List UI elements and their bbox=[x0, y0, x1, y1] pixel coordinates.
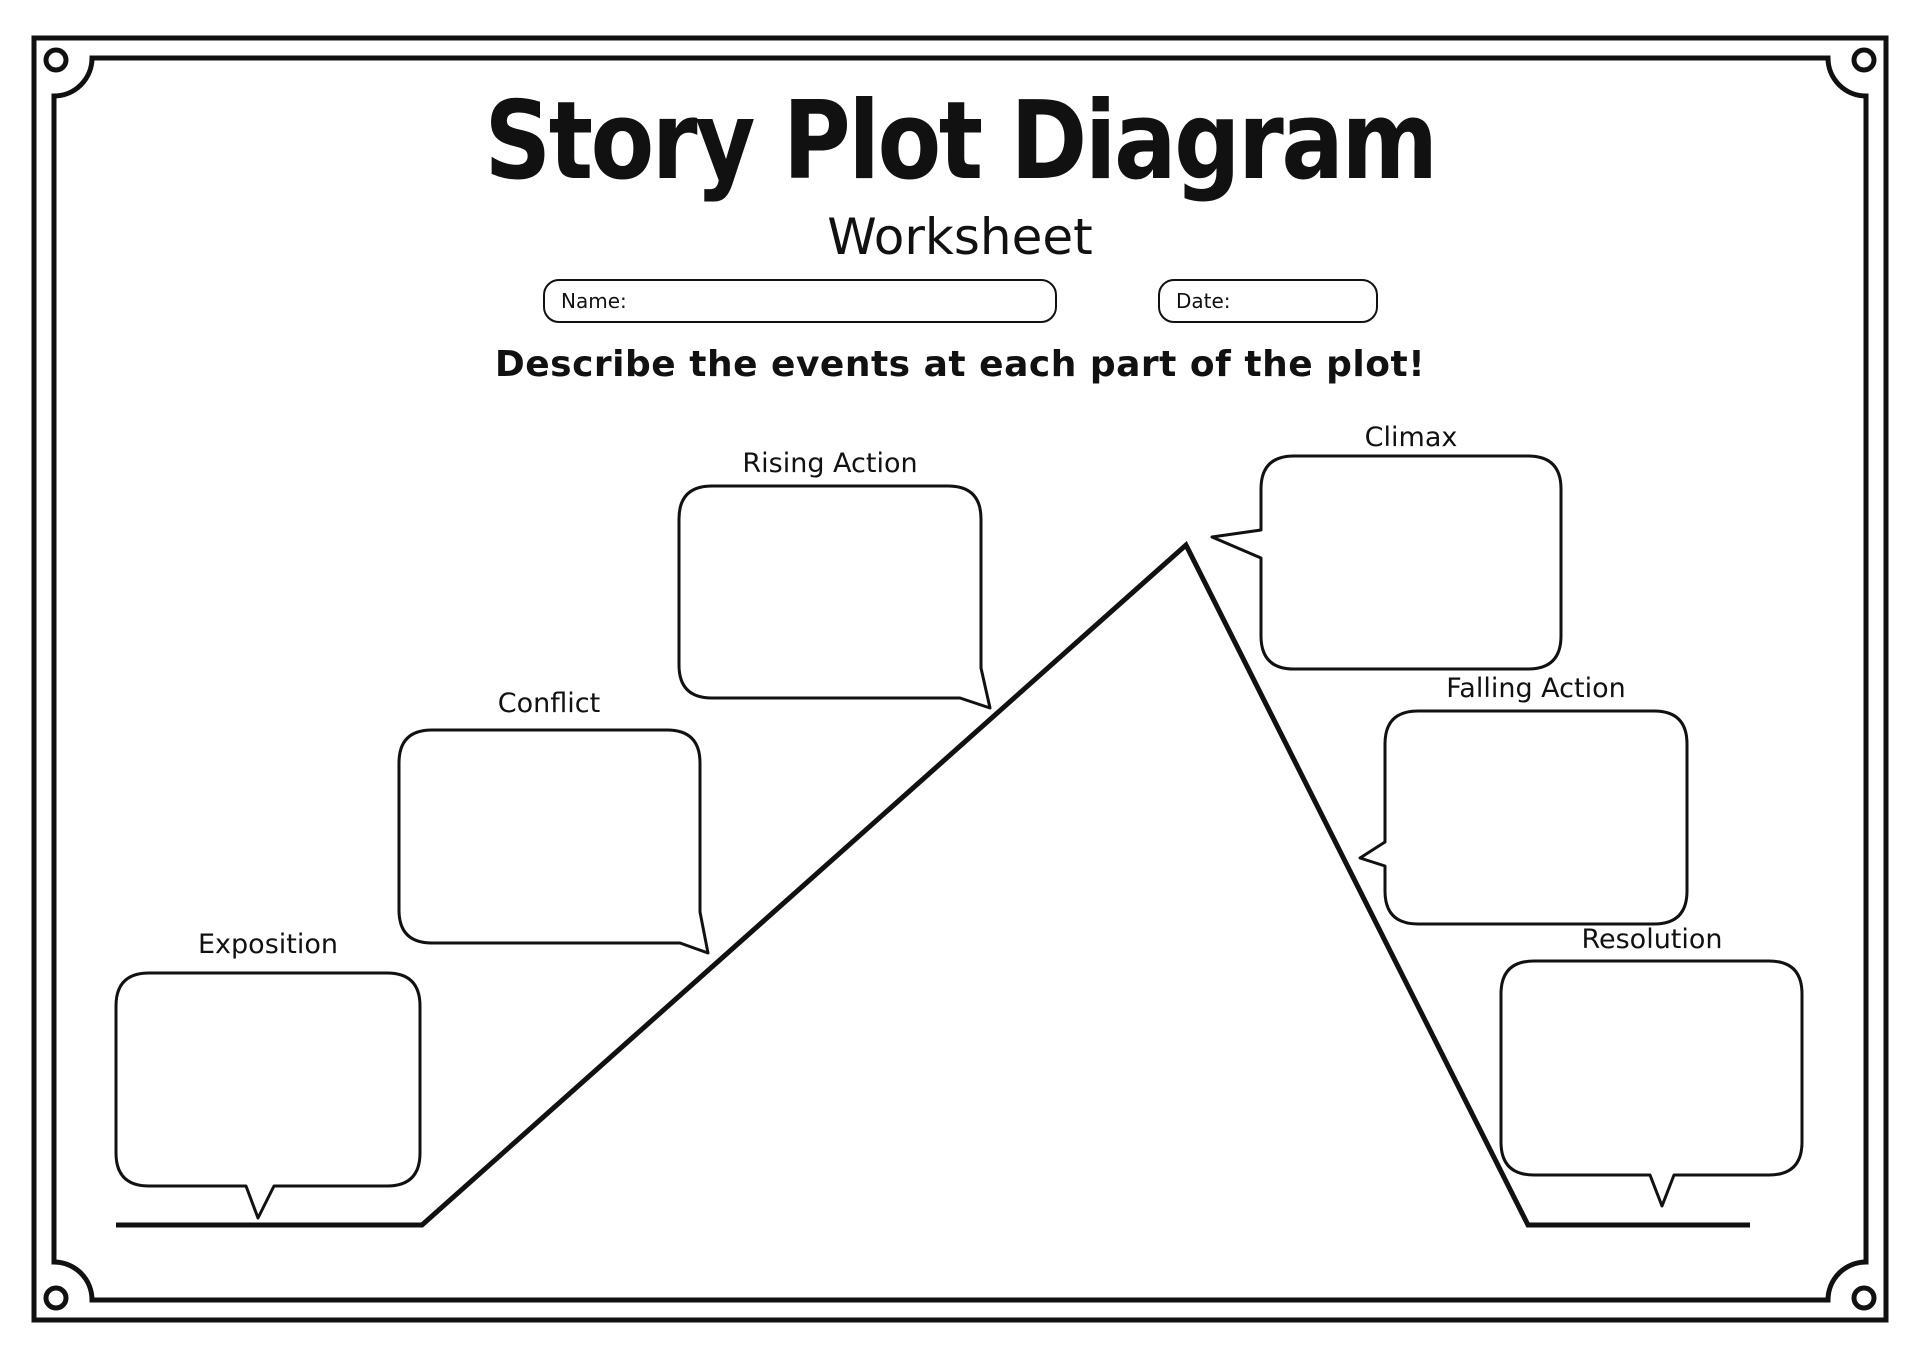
falling-action-bubble[interactable] bbox=[1358, 709, 1689, 926]
outer-border bbox=[31, 35, 1889, 1323]
date-field[interactable]: Date: bbox=[1158, 279, 1378, 323]
resolution-label: Resolution bbox=[1581, 924, 1723, 955]
conflict-label: Conflict bbox=[497, 688, 601, 719]
climax-bubble[interactable] bbox=[1210, 454, 1563, 671]
corner-ring-icon bbox=[43, 47, 69, 73]
corner-ring-icon bbox=[1851, 1285, 1877, 1311]
corner-ring-icon bbox=[43, 1285, 69, 1311]
corner-rings bbox=[43, 47, 1877, 1311]
rising-action-bubble[interactable] bbox=[677, 484, 992, 710]
falling-action-label: Falling Action bbox=[1446, 673, 1626, 704]
date-label: Date: bbox=[1176, 289, 1231, 313]
plot-line bbox=[116, 540, 1750, 1228]
conflict-bubble[interactable] bbox=[397, 728, 710, 955]
inner-border bbox=[51, 55, 1869, 1303]
corner-ring-icon bbox=[1851, 47, 1877, 73]
exposition-label: Exposition bbox=[198, 929, 338, 960]
page-title: Story Plot Diagram bbox=[484, 79, 1438, 204]
climax-label: Climax bbox=[1364, 422, 1458, 453]
name-field[interactable]: Name: bbox=[543, 279, 1057, 323]
instruction-text: Describe the events at each part of the … bbox=[494, 344, 1426, 385]
page-subtitle: Worksheet bbox=[827, 208, 1093, 266]
exposition-bubble[interactable] bbox=[114, 971, 422, 1220]
rising-action-label: Rising Action bbox=[742, 448, 918, 479]
name-label: Name: bbox=[561, 289, 627, 313]
resolution-bubble[interactable] bbox=[1499, 959, 1804, 1208]
